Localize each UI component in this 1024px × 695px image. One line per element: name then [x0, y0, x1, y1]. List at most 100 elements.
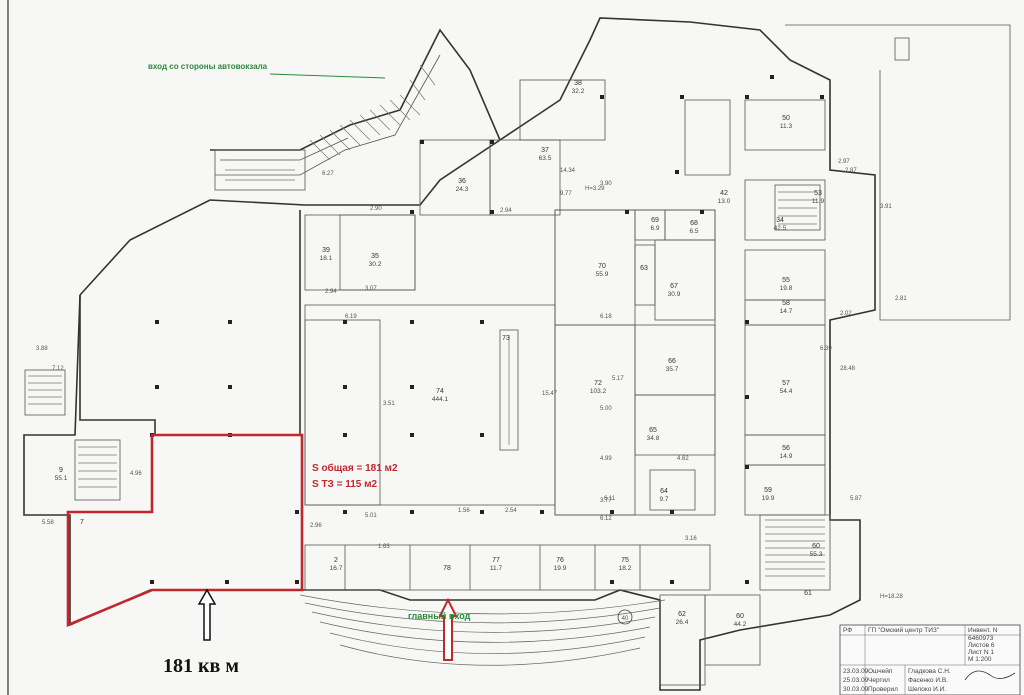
room-area: 55.1: [55, 475, 68, 482]
room-number: 60: [812, 543, 820, 550]
room-area: 14.7: [780, 308, 793, 315]
room-number: 42: [720, 190, 728, 197]
room-area: 9.7: [659, 496, 668, 503]
room-area: 35.7: [666, 366, 679, 373]
dimension-label: 1.63: [378, 544, 390, 550]
room-number: 66: [668, 358, 676, 365]
room-area: 11.7: [490, 565, 503, 572]
bus-station-entrance-label: вход со стороны автовокзала: [148, 62, 268, 71]
dimension-label: 6.18: [600, 314, 612, 320]
dimension-label: 2.02: [840, 311, 852, 317]
room-number: 65: [649, 427, 657, 434]
room-number: 75: [621, 557, 629, 564]
title-block-cell: Ошчейп: [868, 667, 893, 675]
dimension-label: 4.99: [600, 456, 612, 462]
room-number: 37: [541, 147, 549, 154]
title-block-cell: Фасенко И.В.: [908, 677, 948, 684]
dimension-label: 2.54: [505, 508, 517, 514]
dimension-label: 6.12: [600, 516, 612, 522]
room-number: 64: [660, 488, 668, 495]
room-area: 11.3: [780, 123, 793, 130]
room-number: 69: [651, 217, 659, 224]
room-number: 78: [443, 565, 451, 572]
dimension-label: 2.87: [845, 168, 857, 174]
room-area: 19.9: [554, 565, 567, 572]
room-number: 36: [458, 178, 466, 185]
room-area: 55.9: [596, 271, 609, 278]
sheet-number: 40: [622, 616, 629, 622]
total-area-label: S общая = 181 м2: [312, 463, 398, 474]
room-area: 63.5: [539, 155, 552, 162]
room-number: 59: [764, 487, 772, 494]
dimension-label: 2.90: [370, 206, 382, 212]
room-area: 26.4: [676, 619, 689, 626]
dimension-label: 2.81: [895, 296, 907, 302]
room-number: 68: [690, 220, 698, 227]
room-number: 2: [334, 557, 338, 564]
room-area: 18.2: [619, 565, 632, 572]
title-block-cell: ГП "Омский центр ТИЗ": [868, 626, 940, 634]
room-number: 38: [574, 80, 582, 87]
room-number: 53: [814, 190, 822, 197]
room-area: 6.5: [689, 228, 698, 235]
dimension-label: 3.16: [685, 536, 697, 542]
sheet-circle: [617, 609, 633, 625]
room-area: 30.9: [668, 291, 681, 298]
room-number: 70: [598, 263, 606, 270]
room-number: 74: [436, 388, 444, 395]
room-area: 54.4: [780, 388, 793, 395]
room-number: 55: [782, 277, 790, 284]
room-number: 61: [804, 590, 812, 597]
title-block-cell: 6460973: [968, 635, 994, 642]
retail-area-label: S ТЗ = 115 м2: [312, 479, 378, 490]
dimension-label: 3.51: [383, 401, 395, 407]
room-number: 76: [556, 557, 564, 564]
dimension-label: 3.91: [880, 204, 892, 210]
area-caption: 181 кв м: [163, 655, 239, 677]
dimension-label: 2.94: [325, 289, 337, 295]
room-area: 32.2: [572, 88, 585, 95]
title-block-cell: Гладкова С.Н.: [908, 668, 951, 675]
room-area: 42.5: [774, 225, 787, 232]
title-block-cell: Шелоко И.И.: [908, 686, 946, 693]
dimension-label: 5.00: [600, 406, 612, 412]
dimension-label: 5.87: [850, 496, 862, 502]
signature-icon: [964, 670, 1016, 681]
room-number: 73: [502, 335, 510, 342]
room-area: 19.8: [780, 285, 793, 292]
title-block-cell: Проверил: [868, 686, 898, 693]
title-block-cell: 25.03.09: [843, 677, 869, 684]
room-area: 13.0: [718, 198, 731, 205]
room-number: 34: [776, 217, 784, 224]
dimension-label: 15.36: [0, 0, 16, 2]
room-number: 57: [782, 380, 790, 387]
dimension-label: 28.48: [840, 366, 856, 372]
room-number: 9: [59, 467, 63, 474]
room-number: 7: [80, 519, 84, 526]
room-area: 444.1: [432, 396, 449, 403]
room-area: 103.2: [590, 388, 607, 395]
dimension-label: 5.01: [365, 513, 377, 519]
room-area: 19.9: [762, 495, 775, 502]
main-entrance-label: главный вход: [408, 611, 471, 621]
room-area: 14.9: [780, 453, 793, 460]
room-number: 72: [594, 380, 602, 387]
room-number: 60: [736, 613, 744, 620]
dimension-label: H=3.29: [585, 186, 605, 192]
dimension-label: 3.90: [600, 181, 612, 187]
title-block-cell: Чертил: [868, 677, 890, 684]
dimension-label: 2.96: [310, 523, 322, 529]
dimension-label: 1.56: [458, 508, 470, 514]
dimension-label: 9.77: [560, 191, 572, 197]
room-area: 6.9: [650, 225, 659, 232]
room-area: 18.1: [320, 255, 333, 262]
room-number: 77: [492, 557, 500, 564]
dimension-label: 7.12: [52, 366, 64, 372]
dimension-label: 15.47: [542, 391, 558, 397]
room-area: 16.7: [330, 565, 343, 572]
